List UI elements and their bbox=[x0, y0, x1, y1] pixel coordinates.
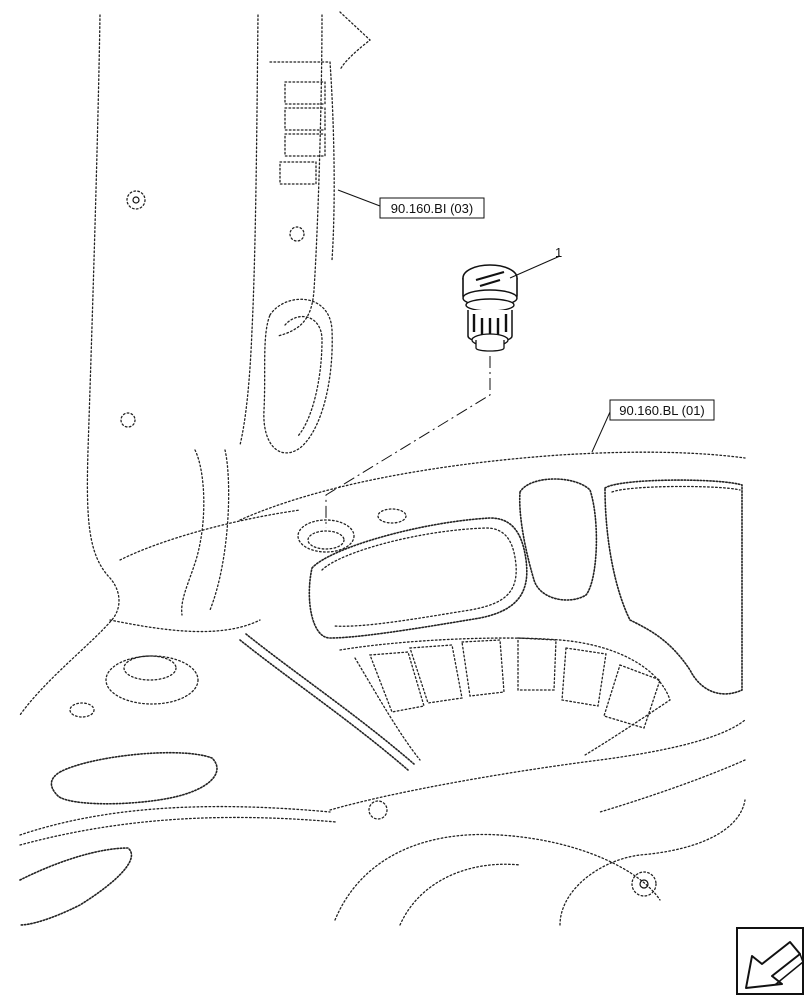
reference-callout-upper[interactable]: 90.160.BI (03) bbox=[379, 197, 485, 219]
upper-ref-leader bbox=[337, 189, 381, 207]
socket-plug-icon bbox=[462, 264, 518, 352]
item-1-leader bbox=[509, 255, 561, 279]
view-direction-arrow-icon[interactable] bbox=[736, 927, 804, 995]
installation-centerline bbox=[325, 356, 491, 528]
vent-louvres bbox=[369, 637, 661, 729]
item-number-label: 1 bbox=[555, 245, 562, 260]
cab-pillar bbox=[19, 11, 371, 716]
lower-ref-leader bbox=[591, 411, 611, 453]
reference-label-upper: 90.160.BI (03) bbox=[391, 201, 473, 216]
headliner bbox=[19, 451, 746, 926]
reference-callout-lower[interactable]: 90.160.BL (01) bbox=[609, 399, 715, 421]
reference-label-lower: 90.160.BL (01) bbox=[619, 403, 705, 418]
